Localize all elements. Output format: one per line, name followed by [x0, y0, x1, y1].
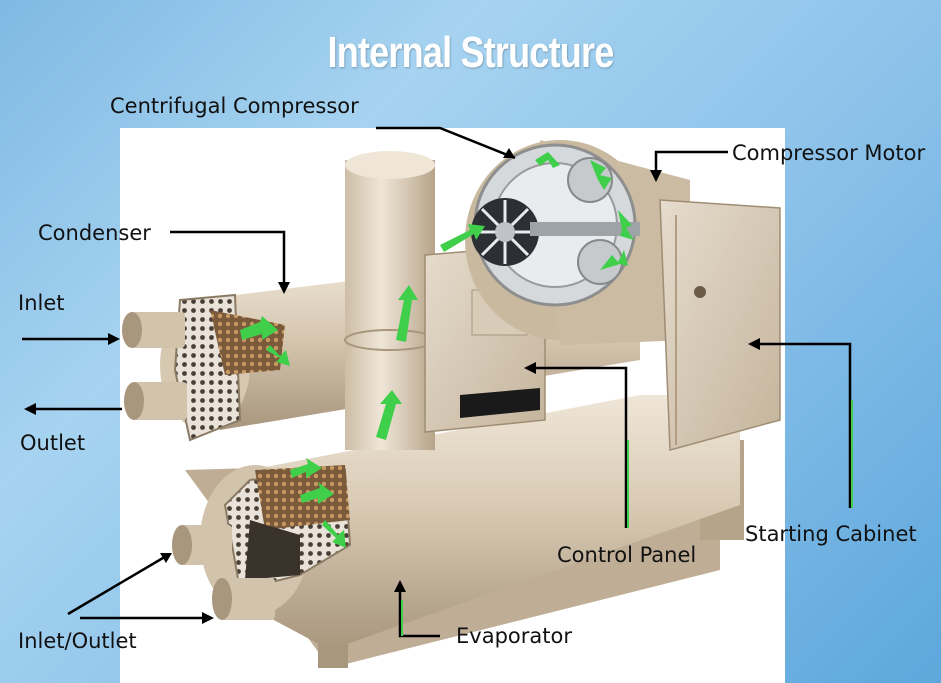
label-starting-cabinet: Starting Cabinet: [745, 522, 917, 546]
condenser-nozzles: [122, 312, 187, 420]
leader-condenser: [170, 230, 286, 290]
leader-inlet-outlet-1: [67, 553, 169, 616]
leader-evaporator: [398, 585, 440, 638]
label-inlet-outlet: Inlet/Outlet: [18, 629, 137, 653]
compressor-housing: [465, 140, 690, 345]
refrigerant-flow-arrows: [240, 152, 634, 548]
leader-lines: [22, 126, 852, 638]
page-title: Internal Structure: [327, 28, 615, 77]
label-evaporator: Evaporator: [456, 624, 572, 648]
leader-accents: [401, 400, 853, 636]
label-outlet: Outlet: [20, 431, 86, 455]
leader-centrifugal-compressor: [376, 126, 516, 160]
leader-arrowheads: [24, 148, 760, 624]
leader-control-panel: [528, 366, 628, 528]
label-control-panel: Control Panel: [557, 543, 697, 567]
evaporator-nozzles: [172, 525, 275, 620]
starting-cabinet-box: [659, 199, 781, 451]
label-condenser: Condenser: [38, 221, 151, 245]
label-compressor-motor: Compressor Motor: [732, 141, 926, 165]
label-inlet: Inlet: [18, 291, 65, 315]
label-centrifugal-compressor: Centrifugal Compressor: [110, 94, 359, 118]
leader-starting-cabinet: [752, 342, 852, 508]
leader-compressor-motor: [654, 150, 728, 178]
